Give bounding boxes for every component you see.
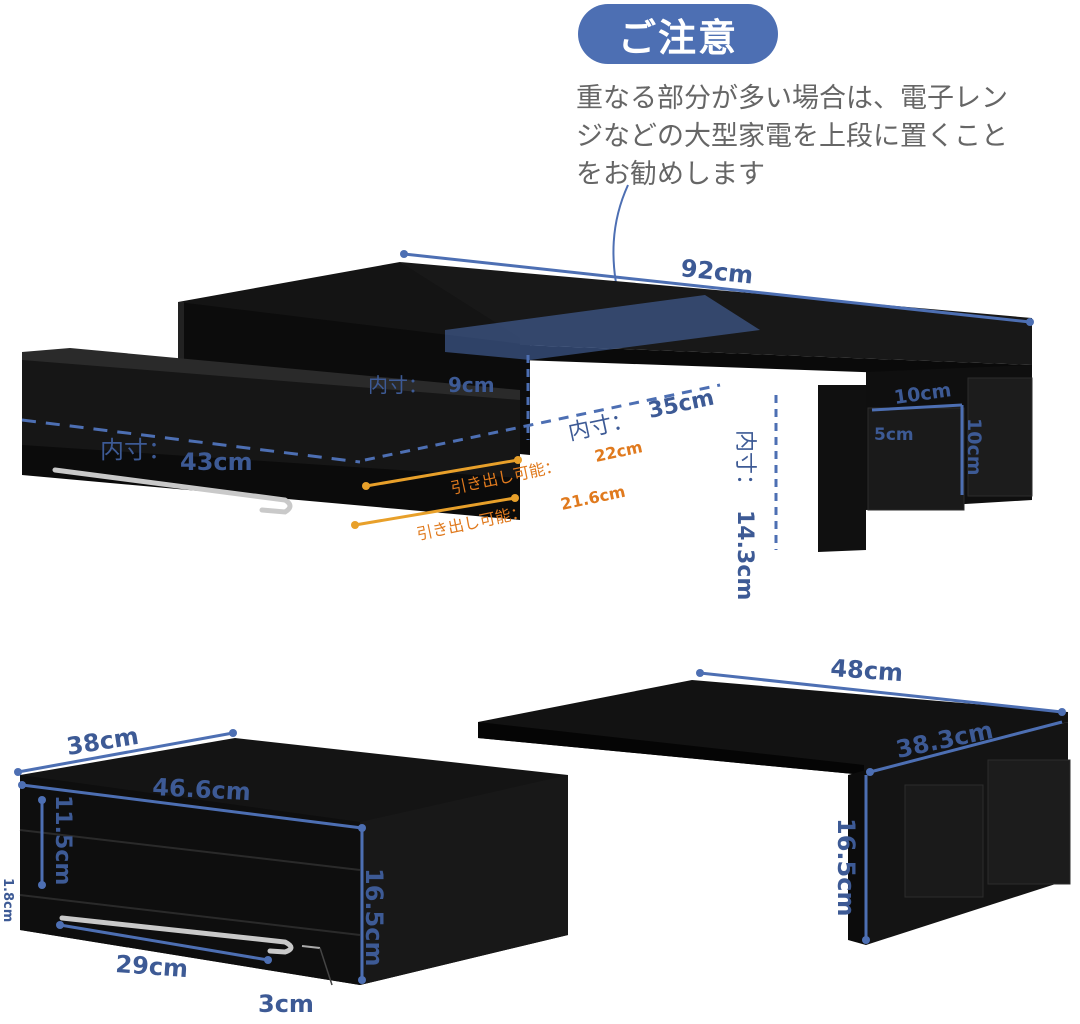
notice-badge: ご注意 <box>578 4 778 64</box>
inner-height-value: 9cm <box>448 373 495 397</box>
side-holder <box>867 407 965 511</box>
drawer-foot-label: 1.8cm <box>0 878 15 922</box>
drawer-unit <box>19 738 568 985</box>
holder-depth-label: 5cm <box>874 425 914 445</box>
inner-width-prefix: 内寸： <box>100 436 172 464</box>
drawer-unit-side <box>360 775 568 985</box>
pull-out-2-value: 21.6cm <box>559 482 627 514</box>
top-dimension-lines <box>21 250 1034 550</box>
shelf-unit-leg <box>848 770 866 945</box>
shelf-unit-dimension-lines <box>696 669 1066 944</box>
pull-out-line-1 <box>365 458 519 488</box>
drawer-height-label: 16.5cm <box>360 868 388 966</box>
shelf-holder <box>987 759 1071 885</box>
holder-width-line <box>871 403 963 412</box>
drawer-rim <box>22 348 520 400</box>
pull-out-line-2 <box>354 496 516 527</box>
inner-width-line <box>21 418 361 464</box>
handle-length-label: 29cm <box>115 950 189 983</box>
notice-line: をお勧めします <box>576 159 765 190</box>
notice-line: ジなどの大型家電を上段に置くこと <box>576 121 1008 152</box>
handle-offset-label: 3cm <box>258 990 314 1018</box>
inner-depth-value: 35cm <box>646 386 716 424</box>
overlap-highlight <box>445 295 760 360</box>
width-line <box>403 252 1031 324</box>
drawer-width-label: 46.6cm <box>152 773 252 806</box>
shelf-width-label: 48cm <box>830 654 904 687</box>
holder-height-label: 10cm <box>963 418 985 476</box>
inner-width-value: 43cm <box>180 448 253 476</box>
clearance-prefix: 内寸： <box>732 430 757 496</box>
notice-text: 重なる部分が多い場合は、電子レン ジなどの大型家電を上段に置くこと をお勧めしま… <box>576 80 1046 194</box>
shelf-leg <box>818 385 866 552</box>
shelf-edge <box>520 345 1032 378</box>
drawer-unit-handle <box>59 915 294 955</box>
drawer-inner-height-label: 11.5cm <box>50 795 75 885</box>
drawer-handle <box>52 467 293 515</box>
shelf-height-label: 16.5cm <box>832 818 860 916</box>
pull-out-1-value: 22cm <box>593 437 644 466</box>
side-holder <box>967 377 1033 497</box>
drawer-unit-dimension-lines <box>14 729 366 986</box>
drawer-depth-label: 38cm <box>65 722 141 761</box>
clearance-value: 14.3cm <box>732 510 757 600</box>
drawer-front <box>22 445 520 520</box>
notice-line: 重なる部分が多い場合は、電子レン <box>576 83 1008 114</box>
inner-height-prefix: 内寸： <box>368 373 428 397</box>
inner-depth-line <box>364 383 721 462</box>
assembled-unit <box>22 262 1033 552</box>
shelf-unit <box>478 680 1071 945</box>
shelf-holder <box>904 784 984 898</box>
